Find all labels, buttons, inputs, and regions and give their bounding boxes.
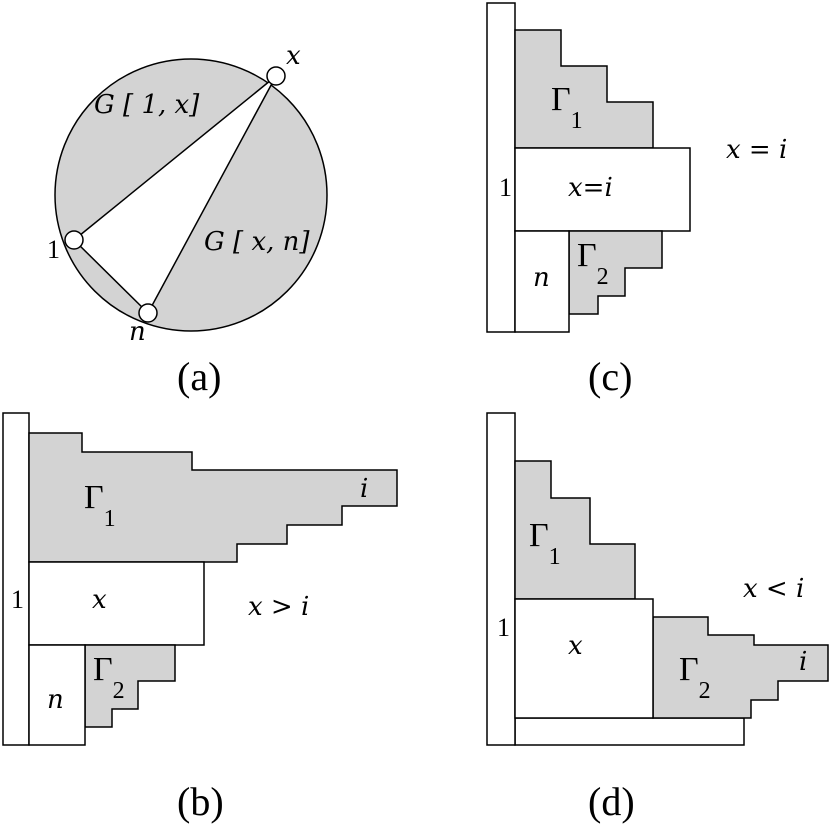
edge-1-n — [73, 239, 149, 314]
gamma2-staircase — [568, 230, 663, 315]
label-1: 1 — [47, 235, 60, 264]
gamma1-staircase — [514, 29, 654, 149]
panel-a: x 1 n G [ 1, x] G [ x, n] (a) — [47, 41, 328, 399]
block-x — [28, 561, 205, 646]
caption-b: (b) — [177, 779, 224, 824]
label-n: n — [47, 685, 64, 715]
label-n: n — [533, 263, 550, 293]
bar-1 — [486, 412, 516, 746]
block-x — [514, 598, 654, 719]
bottom-bar — [514, 717, 745, 746]
gamma2-label: Γ2 — [577, 237, 609, 290]
label-x: x — [92, 585, 107, 615]
gamma2-staircase — [84, 644, 176, 728]
block-n — [28, 644, 86, 746]
block-x-equals-i — [514, 147, 691, 232]
label-x: x — [286, 41, 301, 71]
label-i: i — [799, 647, 807, 677]
panel-c: Γ1 Γ2 x=i 1 n x = i (c) — [486, 2, 787, 399]
label-1: 1 — [499, 173, 512, 202]
bar-1 — [2, 412, 30, 746]
label-i: i — [360, 474, 368, 504]
label-1: 1 — [11, 585, 24, 614]
region-label-1x: G [ 1, x] — [94, 90, 200, 120]
chord-x-n — [147, 75, 277, 314]
caption-d: (d) — [588, 779, 635, 824]
gamma2-staircase — [652, 616, 829, 719]
vertex-1 — [64, 230, 84, 250]
panel-d: Γ1 Γ2 i x 1 x < i (d) — [486, 412, 829, 824]
label-x: x — [568, 631, 583, 661]
gamma1-label: Γ1 — [551, 81, 583, 134]
white-wedge — [74, 76, 276, 313]
label-1: 1 — [497, 613, 510, 642]
region-label-xn: G [ x, n] — [204, 227, 310, 257]
condition-text: x = i — [726, 135, 787, 165]
label-n: n — [129, 317, 146, 347]
panel-b: Γ1 Γ2 i x 1 n x > i (b) — [2, 412, 398, 824]
condition-text: x < i — [743, 574, 804, 604]
gamma1-label: Γ1 — [529, 517, 561, 570]
vertex-x — [266, 66, 286, 86]
bar-1 — [486, 2, 516, 333]
vertex-n — [138, 303, 158, 323]
caption-a: (a) — [177, 354, 221, 399]
gamma2-label: Γ2 — [679, 651, 711, 704]
caption-c: (c) — [588, 354, 632, 399]
gamma1-staircase — [28, 432, 398, 563]
gamma1-label: Γ1 — [84, 479, 116, 532]
gamma2-label: Γ2 — [93, 651, 125, 704]
condition-text: x > i — [248, 592, 309, 622]
label-x-equals-i: x=i — [568, 173, 613, 203]
block-n — [514, 230, 570, 333]
chord-1-x — [73, 75, 277, 241]
